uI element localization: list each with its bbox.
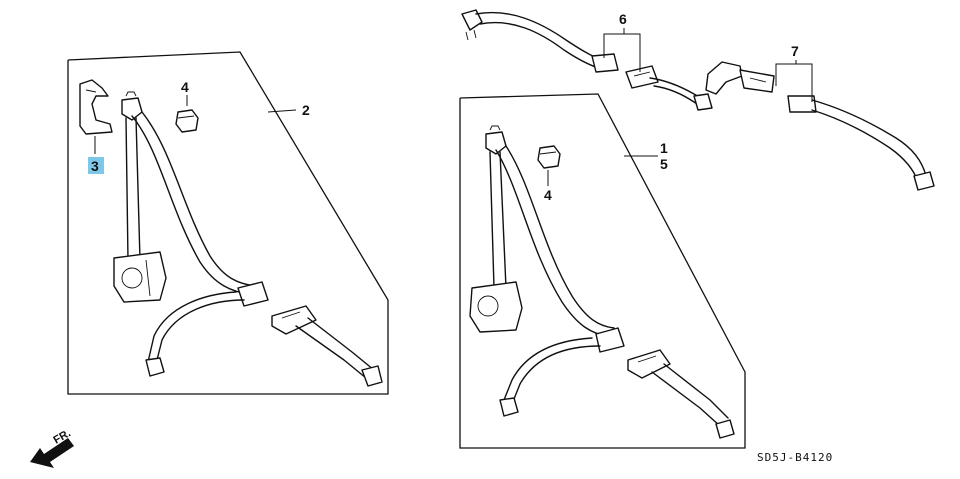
right-assembly-frame xyxy=(459,93,746,449)
callout-group-left: 4 2 3 xyxy=(88,79,310,174)
callout-5: 5 xyxy=(660,156,668,172)
callout-group-7: 7 xyxy=(775,43,813,102)
callout-7: 7 xyxy=(791,43,799,59)
front-direction-indicator: FR. xyxy=(30,427,74,468)
front-arrow-icon xyxy=(30,438,74,468)
belt-part-6[interactable] xyxy=(461,9,713,111)
callout-2: 2 xyxy=(302,102,310,118)
bracket-part-3[interactable] xyxy=(79,79,113,135)
right-seat-belt-assembly[interactable] xyxy=(469,125,735,439)
left-seat-belt-assembly[interactable] xyxy=(113,91,383,387)
cap-part-4-right[interactable] xyxy=(537,145,561,169)
belt-part-7[interactable] xyxy=(705,61,935,191)
callout-6: 6 xyxy=(619,11,627,27)
callout-group-right: 4 1 5 xyxy=(544,140,668,203)
callout-3-highlight xyxy=(88,157,104,174)
left-assembly-frame xyxy=(67,51,389,395)
callout-4-left: 4 xyxy=(181,79,189,95)
callout-4-right: 4 xyxy=(544,187,552,203)
callout-group-6: 6 xyxy=(603,11,641,72)
cap-part-4-left[interactable] xyxy=(175,109,199,133)
callout-3: 3 xyxy=(91,158,99,174)
callout-1: 1 xyxy=(660,140,668,156)
diagram-code: SD5J-B4120 xyxy=(757,451,833,464)
